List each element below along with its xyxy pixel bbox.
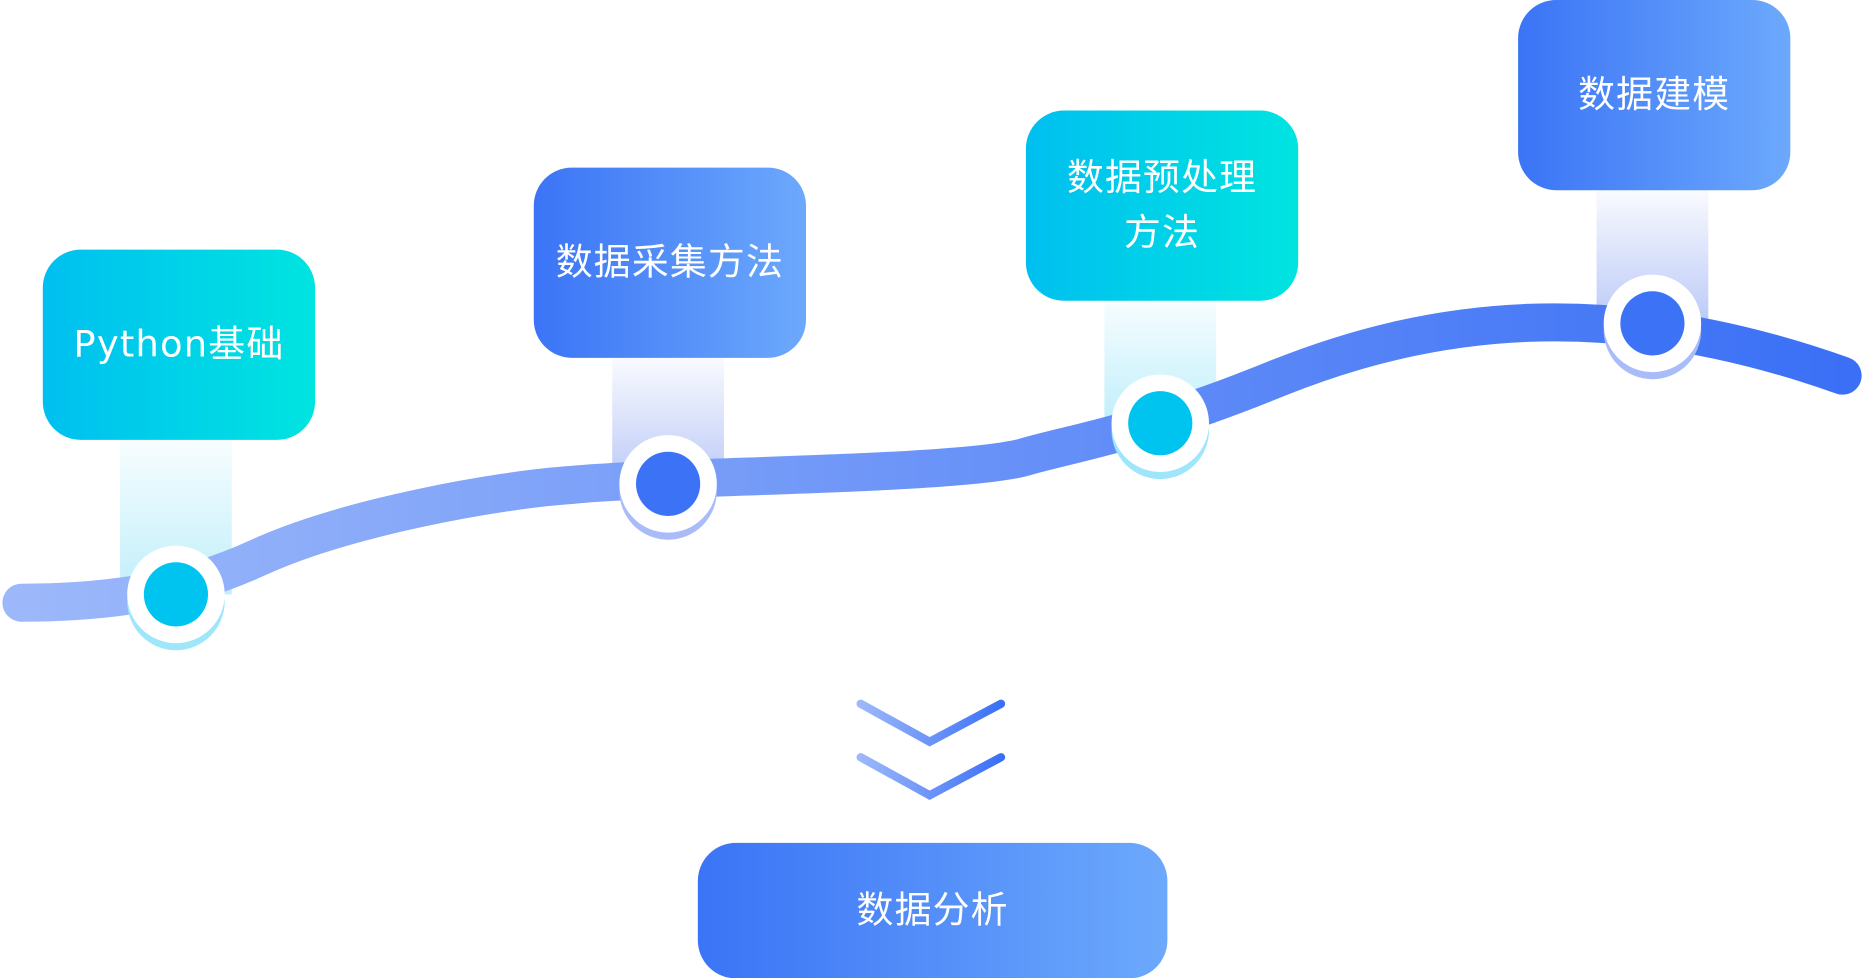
step-label: Python基础 <box>73 323 285 367</box>
node-1 <box>127 545 225 651</box>
step-label: 数据预处理方法 <box>1066 156 1258 255</box>
chevron-down-icon <box>856 699 1006 801</box>
step-card-modeling: 数据建模 <box>1518 0 1791 191</box>
node-4 <box>1603 274 1702 380</box>
step-label: 数据采集方法 <box>555 241 785 285</box>
node-2 <box>619 435 717 540</box>
step-card-python: Python基础 <box>42 249 316 440</box>
step-card-preprocessing: 数据预处理方法 <box>1025 110 1299 301</box>
step-card-data-collection: 数据采集方法 <box>533 167 807 358</box>
result-label: 数据分析 <box>856 889 1009 933</box>
result-card-data-analysis: 数据分析 <box>697 842 1168 978</box>
node-3 <box>1111 374 1210 480</box>
progress-curve <box>2 303 1862 622</box>
step-label: 数据建模 <box>1578 73 1731 117</box>
